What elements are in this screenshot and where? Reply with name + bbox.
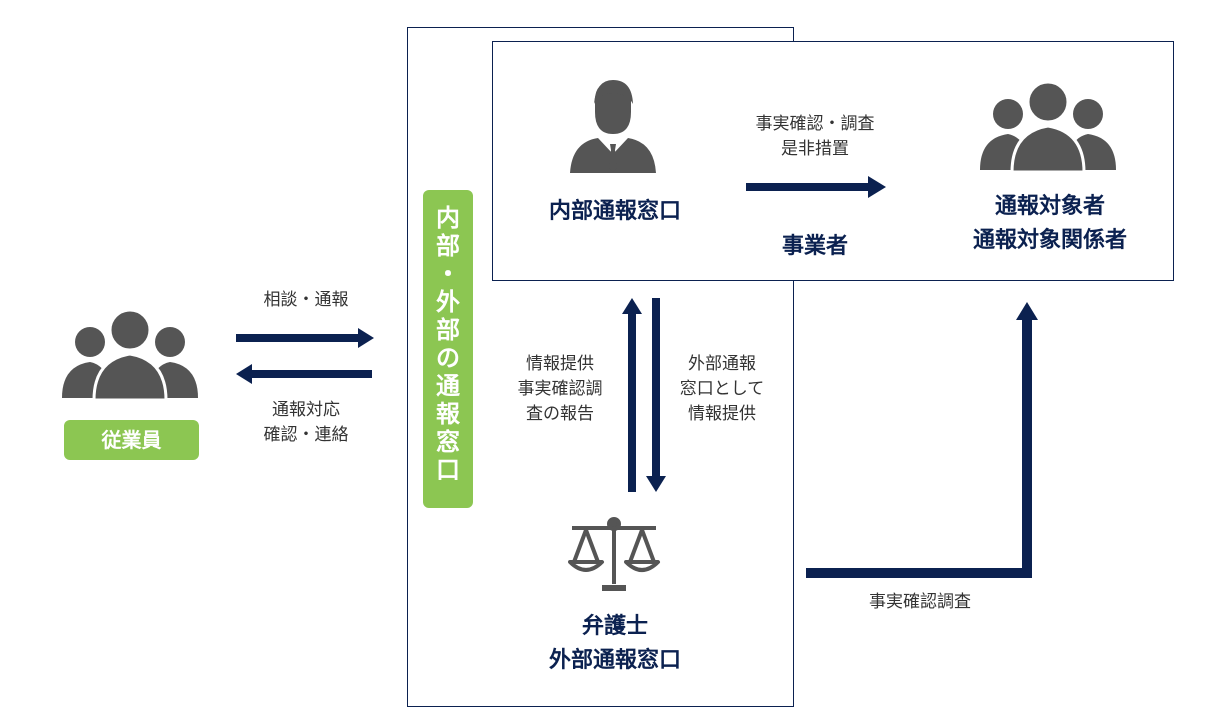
- fact-investigation-label: 事実確認調査: [869, 592, 971, 612]
- arrow-right-to-target: [746, 176, 886, 198]
- lawyer-title-line-2: 外部通報窓口: [548, 648, 681, 673]
- fact-check-line-2: 是非措置: [781, 139, 849, 159]
- arrow-right-to-window: [236, 328, 374, 348]
- external-info-line-1: 外部通報: [688, 354, 756, 374]
- target-title-line-2: 通報対象関係者: [972, 228, 1127, 253]
- vchar: 部: [436, 232, 460, 260]
- external-info-label: 外部通報 窓口として 情報提供: [662, 352, 782, 427]
- vchar: 通: [436, 372, 460, 400]
- vchar: の: [436, 344, 460, 372]
- vchar: 外: [436, 288, 460, 316]
- vchar: 口: [436, 456, 460, 484]
- person-icon: [570, 80, 656, 173]
- vchar: 報: [436, 400, 460, 428]
- external-info-line-3: 情報提供: [688, 404, 756, 424]
- info-report-line-2: 事実確認調: [517, 379, 603, 399]
- response-contact-line-2: 確認・連絡: [263, 425, 349, 445]
- info-report-line-3: 査の報告: [526, 404, 594, 424]
- vchar: 部: [436, 316, 460, 344]
- arrow-up-to-internal: [622, 298, 642, 492]
- response-contact-label: 通報対応 確認・連絡: [236, 398, 376, 448]
- internal-window-title: 内部通報窓口: [548, 199, 681, 224]
- info-report-label: 情報提供 事実確認調 査の報告: [500, 352, 620, 427]
- lawyer-title: 弁護士 外部通報窓口: [515, 610, 715, 678]
- info-report-line-1: 情報提供: [526, 354, 594, 374]
- target-title-line-1: 通報対象者: [994, 194, 1105, 219]
- external-info-line-2: 窓口として: [679, 379, 765, 399]
- employee-group-icon: [62, 308, 198, 402]
- business-operator-label: 事業者: [781, 234, 848, 259]
- vchar: 窓: [436, 428, 460, 456]
- employee-badge: 従業員: [64, 420, 199, 460]
- response-contact-line-1: 通報対応: [272, 400, 340, 420]
- vchar: ・: [436, 260, 460, 288]
- target-group-icon: [980, 80, 1116, 174]
- vchar: 内: [436, 204, 460, 232]
- arrow-lawyer-to-target: [806, 302, 1038, 578]
- lawyer-title-line-1: 弁護士: [581, 614, 648, 639]
- arrow-left-to-employee: [236, 364, 372, 384]
- fact-check-line-1: 事実確認・調査: [755, 114, 875, 134]
- arrow-down-to-lawyer: [646, 298, 666, 492]
- scales-icon: [568, 517, 660, 591]
- target-title: 通報対象者 通報対象関係者: [935, 190, 1165, 258]
- internal-external-window-badge: 内 部 ・ 外 部 の 通 報 窓 口: [423, 190, 473, 508]
- fact-check-label: 事実確認・調査 是非措置: [730, 112, 900, 162]
- consult-report-label: 相談・通報: [263, 290, 349, 310]
